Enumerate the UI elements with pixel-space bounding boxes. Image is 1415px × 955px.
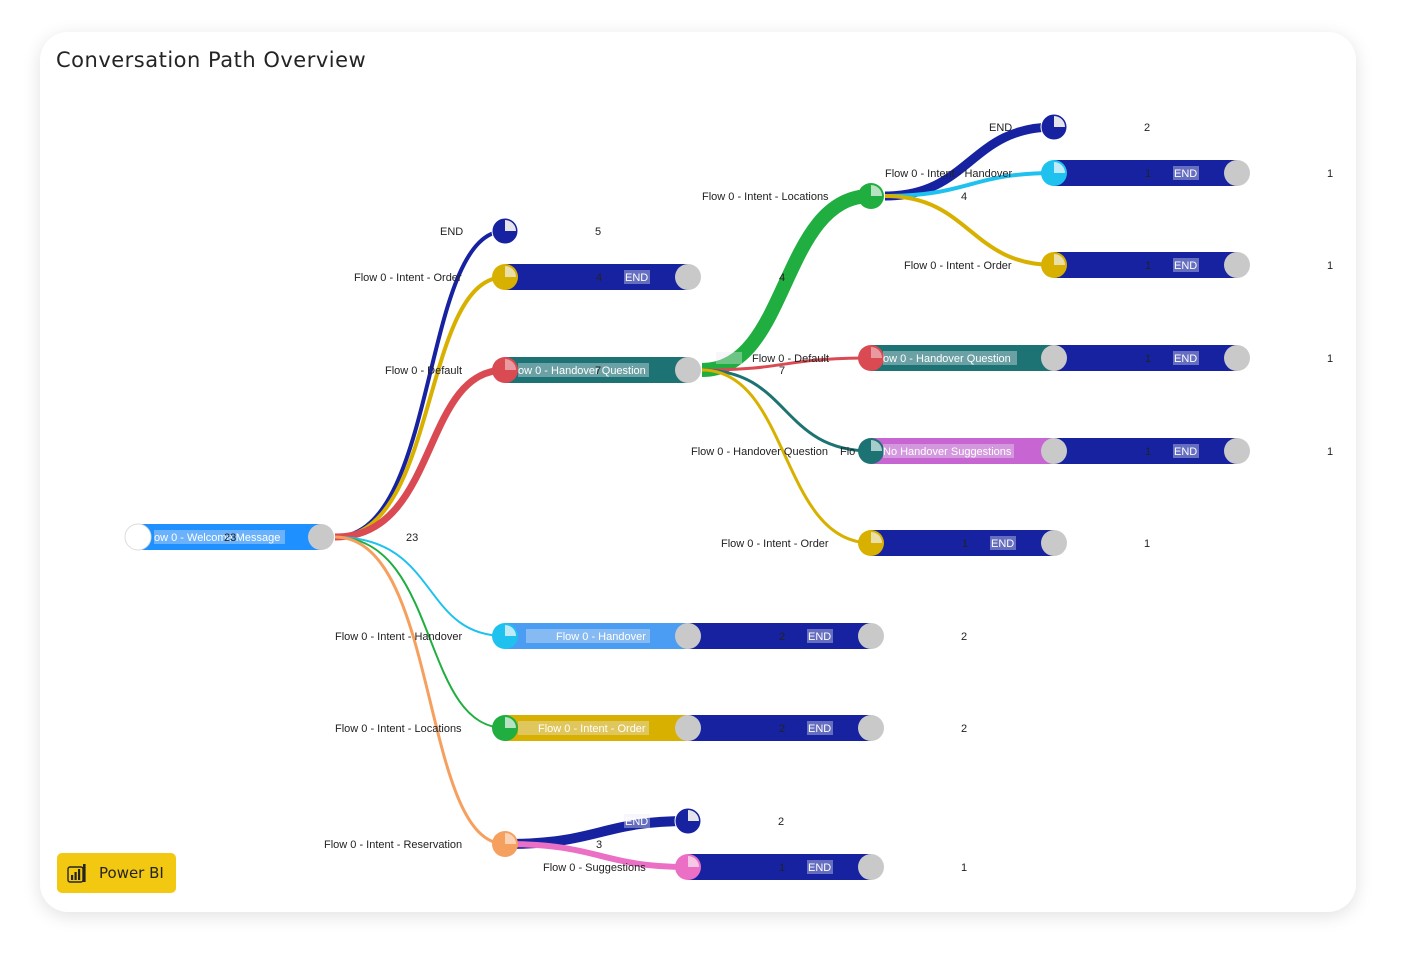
node-locations-lower-bar-label: Flow 0 - Intent - Order [538,723,646,735]
level2-links [701,189,872,545]
visual-card: Conversation Path Overview .lbl { font-f… [40,32,1356,912]
node-end-5[interactable]: END 5 [440,217,601,245]
node-default-2-label: Flow 0 - Default [752,353,829,365]
node-locations-end-label: END [989,122,1012,134]
node-order-2-end: END [991,538,1014,550]
node-intent-handover-label: Flow 0 - Intent - Handover [335,631,463,643]
power-bi-badge[interactable]: Power BI [57,853,176,893]
node-order-2-label: Flow 0 - Intent - Order [721,538,829,550]
node-suggestions-end: END [808,862,831,874]
node-handover-question-2-label: Flow 0 - Handover Question [691,446,828,458]
power-bi-label: Power BI [99,864,164,882]
node-end-5-label: END [440,226,463,238]
node-welcome-message[interactable]: ow 0 - Welcome Message 23 [124,523,334,551]
node-default-2[interactable]: Flow 0 - Default ow 0 - Handover Questio… [752,345,1333,371]
node-handover-question-2-flo: Flo [840,446,855,458]
node-locations-lower-bar-count: 2 [779,723,785,735]
node-no-handover-bar-count: 1 [1145,446,1151,458]
node-locations-lower-end: END [808,723,831,735]
node-reservation-label: Flow 0 - Intent - Reservation [324,839,462,851]
conversation-path-diagram: .lbl { font-family: "Liberation Sans", s… [124,113,1333,880]
node-default-label: Flow 0 - Default [385,365,462,377]
power-bi-icon [67,864,86,883]
node-handover-total: 2 [961,631,967,643]
node-reservation-count: 3 [596,839,602,851]
node-reservation-end-count: 2 [778,816,784,828]
node-no-handover-total: 1 [1327,446,1333,458]
node-locations-lower-total: 2 [961,723,967,735]
node-locations-order-label: Flow 0 - Intent - Order [904,260,1012,272]
node-suggestions-label: Flow 0 - Suggestions [543,862,646,874]
node-handover-bar-label: Flow 0 - Handover [556,631,646,643]
node-locations-order-end: END [1174,260,1197,272]
node-intent-order[interactable]: Flow 0 - Intent - Order 4 END [354,264,701,290]
node-intent-handover[interactable]: Flow 0 - Intent - Handover Flow 0 - Hand… [335,623,967,649]
node-intent-locations-upper[interactable]: Flow 0 - Intent - Locations 4 [702,122,1055,267]
node-welcome-bar-label: ow 0 - Welcome Message [154,532,280,544]
node-default-2-total: 1 [1327,353,1333,365]
node-order-2-total: 1 [1144,538,1150,550]
node-default[interactable]: Flow 0 - Default ow 0 - Handover Questio… [385,357,701,383]
node-default-bar-count: 7 [595,365,601,377]
node-reservation-end[interactable]: END 2 [624,807,784,835]
node-locations-upper-count: 4 [961,191,967,203]
node-order-2-bar-count: 1 [962,538,968,550]
node-no-handover-end: END [1174,446,1197,458]
node-locations-upper-label: Flow 0 - Intent - Locations [702,191,829,203]
visual-title: Conversation Path Overview [56,48,367,72]
node-default-bar-label: ow 0 - Handover Question [518,365,646,377]
node-handover-question-2[interactable]: Flow 0 - Handover Question Flo No Handov… [691,438,1333,464]
node-locations-handover-total: 1 [1327,168,1333,180]
node-locations-end[interactable]: END 2 [989,113,1150,141]
root-total-count: 23 [406,532,418,544]
node-locations-handover-bar-count: 1 [1145,168,1151,180]
node-locations-handover-label: Flow 0 - Intent - Handover [885,168,1013,180]
link-default-count: 7 [779,365,785,377]
node-locations-lower-label: Flow 0 - Intent - Locations [335,723,462,735]
node-intent-order-label: Flow 0 - Intent - Order [354,272,462,284]
node-suggestions-bar-count: 1 [779,862,785,874]
node-intent-reservation[interactable]: Flow 0 - Intent - Reservation 3 [324,816,689,870]
node-end-5-count: 5 [595,226,601,238]
node-locations-order-bar-count: 1 [1145,260,1151,272]
node-intent-order-bar-count: 4 [596,272,602,284]
link-locations-count: 4 [779,272,785,284]
node-locations-order[interactable]: Flow 0 - Intent - Order 1 END 1 [904,252,1333,278]
node-default-2-end: END [1174,353,1197,365]
node-default-2-bar-label: ow 0 - Handover Question [883,353,1011,365]
node-order-2[interactable]: Flow 0 - Intent - Order 1 END 1 [721,530,1150,556]
node-locations-end-count: 2 [1144,122,1150,134]
link-highlight [716,352,742,364]
root-links [334,229,506,846]
node-intent-order-end: END [625,272,648,284]
node-handover-bar-count: 2 [779,631,785,643]
node-default-2-bar-count: 1 [1145,353,1151,365]
node-no-handover-bar-label: No Handover Suggestions [883,446,1012,458]
node-locations-order-total: 1 [1327,260,1333,272]
node-handover-end: END [808,631,831,643]
node-suggestions[interactable]: Flow 0 - Suggestions 1 END 1 [543,854,967,880]
node-locations-handover[interactable]: Flow 0 - Intent - Handover 1 END 1 [885,160,1333,186]
node-locations-handover-end: END [1174,168,1197,180]
node-welcome-bar-count: 23 [224,532,236,544]
node-reservation-end-label: END [625,816,648,828]
node-suggestions-total: 1 [961,862,967,874]
node-intent-locations-lower[interactable]: Flow 0 - Intent - Locations Flow 0 - Int… [335,715,967,741]
